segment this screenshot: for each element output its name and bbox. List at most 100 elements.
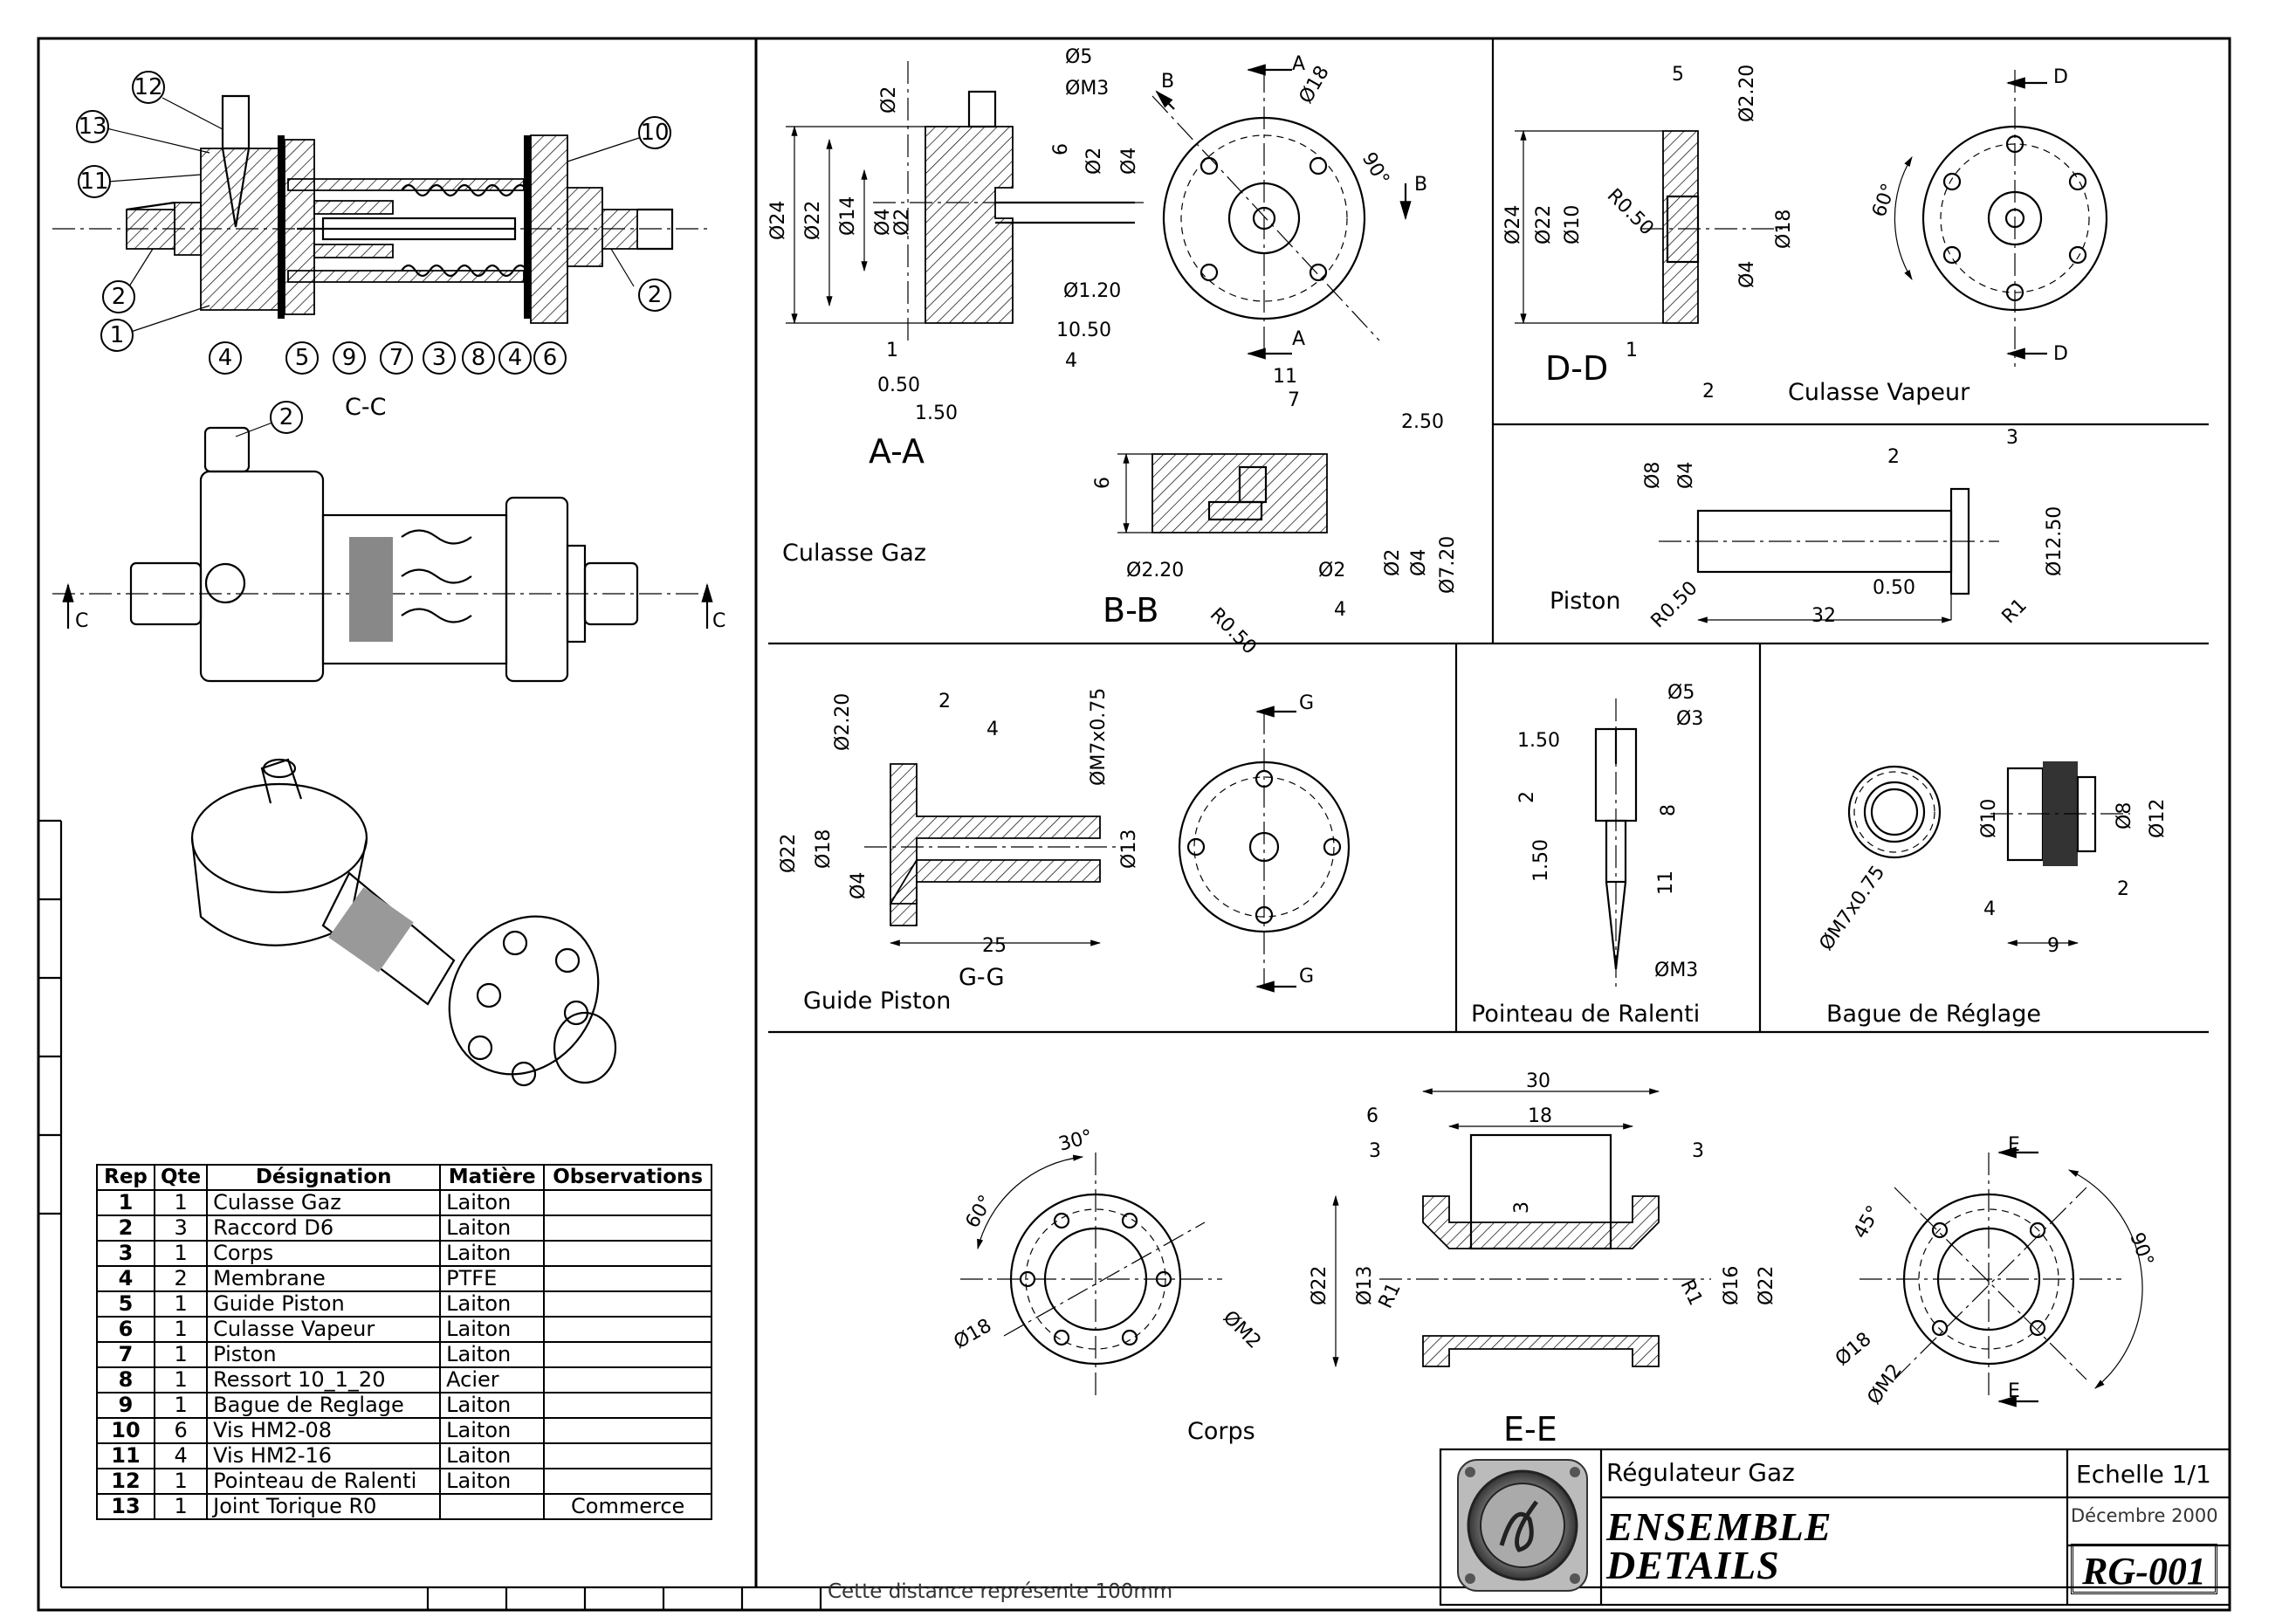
dim-text: Ø14: [837, 196, 859, 236]
parts-list-table: Rep Qte Désignation Matière Observations…: [96, 1164, 713, 1520]
dim-text: 4: [1983, 898, 1996, 920]
part-qty-cell: 1: [153, 1240, 209, 1267]
section-mark-b-top: B: [1161, 71, 1174, 93]
balloon-label: 9: [342, 345, 357, 371]
balloon-4: [209, 341, 242, 375]
part-designation-cell: Raccord D6: [206, 1215, 442, 1242]
dim-text: 90°: [1358, 149, 1393, 189]
dim-text: 8: [1658, 804, 1680, 816]
title-block: Régulateur Gaz ENSEMBLE DETAILS Echelle …: [1440, 1449, 2226, 1605]
part-rep-cell: 1: [96, 1189, 155, 1216]
part-qty-cell: 1: [153, 1341, 209, 1368]
section-mark-g-top: G: [1299, 692, 1314, 714]
part-observation-cell: [543, 1417, 713, 1444]
dim-text: Ø8: [1642, 462, 1664, 489]
part-designation-cell: Vis HM2-16: [206, 1442, 442, 1469]
balloon-label: 2: [279, 404, 294, 430]
part-material-cell: Laiton: [439, 1290, 546, 1318]
dim-text: 1: [1626, 340, 1638, 361]
pointeau-dimensions: Ø5 Ø3 1.50 2 8 1.50 11 ØM3: [1516, 682, 1703, 981]
part-material-cell: Acier: [439, 1366, 546, 1393]
dim-text: Ø13: [1354, 1266, 1376, 1305]
dim-text: 1.50: [1517, 730, 1560, 752]
dim-text: ØM2: [1863, 1360, 1906, 1409]
dim-text: 45°: [1850, 1202, 1886, 1242]
balloon-12: [132, 71, 165, 104]
dim-text: Ø4: [1118, 148, 1140, 175]
balloon-2-left: [102, 280, 135, 313]
dim-text: 3: [1369, 1140, 1381, 1162]
dim-text: Ø4: [1736, 261, 1758, 288]
balloon-8: [462, 341, 495, 375]
part-rep-cell: 2: [96, 1215, 155, 1242]
section-label-cc: C-C: [345, 394, 386, 421]
dim-text: Ø2: [878, 86, 900, 114]
section-mark-g-bottom: G: [1299, 966, 1314, 987]
assembly-balloons: 12 13 11 2 1 4 5 9 7 3 8 4 6 2 10 2: [76, 71, 671, 437]
balloon-6: [533, 341, 567, 375]
part-qty-cell: 4: [153, 1442, 209, 1469]
dim-text: 5: [1672, 64, 1684, 86]
section-mark-e-top: E: [2008, 1134, 2020, 1156]
dim-text: Ø4: [848, 872, 870, 899]
section-label-gg: G-G: [959, 964, 1005, 991]
part-designation-cell: Culasse Gaz: [206, 1189, 442, 1216]
section-mark-d-bottom: D: [2053, 343, 2068, 365]
part-qty-cell: 1: [153, 1189, 209, 1216]
balloon-1: [100, 319, 134, 352]
part-observation-cell: Commerce: [543, 1493, 713, 1520]
dim-text: ØM3: [1654, 960, 1698, 981]
dim-text: 2.50: [1401, 411, 1444, 433]
culasse-vapeur-front-view: [1894, 70, 2108, 367]
piston-view: [1659, 487, 1999, 623]
drawing-title-line1: ENSEMBLE: [1606, 1504, 1832, 1549]
dim-text: Ø2.20: [1126, 560, 1184, 581]
dim-text: Ø18: [813, 829, 835, 869]
dim-text: Ø22: [1309, 1266, 1330, 1305]
corps-section-ee: [1332, 1088, 1711, 1368]
part-qty-cell: 1: [153, 1316, 209, 1343]
dim-text: 2: [938, 691, 951, 712]
balloon-label: 6: [543, 345, 558, 371]
dim-text: Ø2: [891, 209, 913, 236]
balloon-3: [423, 341, 456, 375]
balloon-5: [285, 341, 319, 375]
dim-text: Ø22: [802, 201, 824, 240]
view-label-piston: Piston: [1550, 588, 1620, 615]
part-observation-cell: [543, 1468, 713, 1495]
dim-text: 0.50: [1873, 577, 1915, 599]
view-label-corps: Corps: [1187, 1418, 1255, 1445]
section-label-aa: A-A: [869, 432, 925, 471]
dim-text: 3: [1692, 1140, 1704, 1162]
view-label-culasse-vapeur: Culasse Vapeur: [1788, 379, 1970, 406]
balloon-label: 5: [295, 345, 310, 371]
drawing-title-line2: DETAILS: [1606, 1543, 1780, 1587]
dim-text: 11: [1273, 366, 1297, 388]
dim-text: Ø2.20: [832, 693, 854, 751]
balloon-11: [78, 165, 111, 198]
dim-text: R1: [1676, 1276, 1707, 1309]
part-material-cell: Laiton: [439, 1240, 546, 1267]
part-qty-cell: 1: [153, 1392, 209, 1419]
dim-text: Ø8: [2114, 802, 2135, 829]
part-qty-cell: 1: [153, 1366, 209, 1393]
dim-text: 2: [2117, 878, 2129, 900]
balloon-label: 1: [110, 322, 125, 348]
part-observation-cell: [543, 1215, 713, 1242]
part-designation-cell: Corps: [206, 1240, 442, 1267]
table-header-row: Rep Qte Désignation Matière Observations: [96, 1164, 713, 1191]
part-observation-cell: [543, 1316, 713, 1343]
balloon-9: [333, 341, 366, 375]
dim-text: Ø5: [1667, 682, 1695, 704]
culasse-gaz-section-bb: [1117, 452, 1328, 534]
part-designation-cell: Vis HM2-08: [206, 1417, 442, 1444]
dim-text: 32: [1811, 605, 1836, 627]
